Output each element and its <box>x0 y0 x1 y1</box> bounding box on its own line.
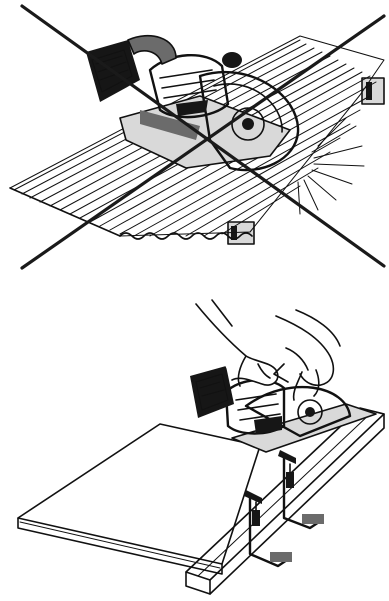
sparks <box>298 118 364 214</box>
prohibited-x-icon <box>22 6 384 268</box>
clamp-icon <box>244 450 324 566</box>
illustration-saw-on-clamped-board <box>0 296 389 601</box>
figure-correct-use <box>0 296 389 601</box>
support-block-right <box>362 78 384 104</box>
illustration-saw-on-corrugated-sheet <box>0 0 389 280</box>
figure-incorrect-use <box>0 0 389 280</box>
